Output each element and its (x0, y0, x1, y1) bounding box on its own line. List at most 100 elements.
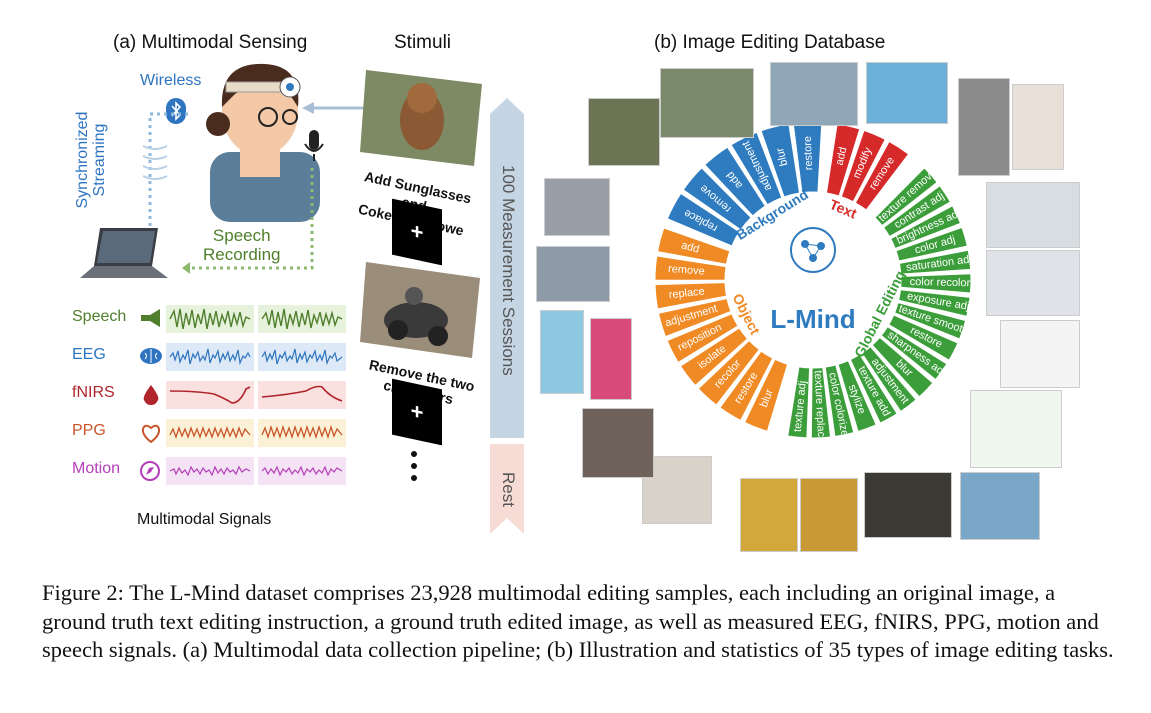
wheel-segment-label: texture replace (812, 370, 828, 443)
microphone-icon (304, 130, 324, 161)
laptop-icon (80, 228, 168, 278)
wheel-segment (824, 364, 855, 438)
wheel-segment (743, 358, 789, 432)
signal-row-speech: Speech (70, 305, 360, 333)
wheel-segment (657, 297, 732, 338)
panel-b-title: (b) Image Editing Database (654, 32, 886, 53)
figure-caption: Figure 2: The L-Mind dataset comprises 2… (42, 580, 1114, 663)
sunflower-photo-1 (740, 478, 798, 552)
fixation-card-2: + (392, 378, 442, 446)
megaphone-icon (141, 309, 160, 327)
ellipsis-dots (411, 451, 417, 481)
bear-cartoon-photo (1012, 84, 1064, 170)
ppg-waveform (166, 419, 346, 447)
pink-dress-photo (590, 318, 632, 400)
wheel-segment (882, 185, 952, 238)
speech-waveform (166, 305, 346, 333)
brain-icon (140, 348, 162, 364)
sync-label-line1: Synchronized (74, 111, 91, 209)
blood-drop-icon (143, 385, 159, 405)
wheel-segment (888, 314, 959, 361)
sessions-label: 100 Measurement Sessions (499, 165, 518, 376)
man-beach-photo (866, 62, 948, 124)
wheel-segment (666, 313, 739, 364)
blue-dress-photo (540, 310, 584, 394)
session-bar (490, 98, 524, 534)
owl-photo (588, 98, 660, 166)
wheel-segment (682, 167, 752, 231)
orca-photo (960, 472, 1040, 540)
signal-row-eeg: EEG (70, 343, 360, 371)
wheel-segment-label: texture adj (792, 380, 809, 432)
wheel-segment (730, 131, 783, 206)
fixation-card-1: + (392, 198, 442, 266)
cartoon-green-photo (970, 390, 1062, 468)
wheel-segment-label: remove (668, 263, 705, 278)
motion-waveform (166, 457, 346, 485)
speech-recording-label: Speech Recording (203, 226, 281, 264)
stimulus-motorcycle-photo (360, 262, 480, 358)
eeg-waveform (166, 343, 346, 371)
wheel-segment (898, 249, 972, 275)
flowers-photo (582, 408, 654, 478)
wheel-segment-label: add (834, 146, 850, 167)
speech-recording-line2: Recording (203, 245, 281, 265)
wheel-segment (900, 273, 972, 294)
signal-label-speech: Speech (72, 308, 127, 325)
bear-photo-gray (958, 78, 1010, 176)
sync-label-line2: Streaming (90, 123, 108, 197)
rest-label: Rest (499, 472, 518, 507)
jacket-shape (210, 152, 320, 222)
center-title: L-Mind (770, 304, 855, 334)
wheel-segment-label: restore (802, 136, 815, 171)
wireless-label: Wireless (140, 72, 202, 89)
wheel-segment (880, 326, 948, 381)
stimulus-owl-photo (360, 70, 482, 166)
wheel-segment (679, 327, 749, 387)
sketch-face-photo (1000, 320, 1080, 388)
signal-label-eeg: EEG (72, 346, 106, 363)
signal-label-ppg: PPG (72, 422, 106, 439)
participant-illustration (206, 63, 320, 222)
wheel-segment (656, 227, 731, 265)
wheel-segment (787, 366, 811, 439)
motorcycle-photo (544, 178, 610, 236)
signal-row-motion: Motion (70, 457, 360, 485)
signal-wave-icon (142, 145, 168, 180)
wheel-segment-label: add (680, 239, 701, 255)
wheel-segment (837, 360, 877, 433)
wheel-segment (895, 226, 968, 262)
panel-a-title: (a) Multimodal Sensing (113, 32, 308, 53)
wheel-segment (874, 167, 938, 227)
heart-icon (141, 424, 161, 444)
signals-title: Multimodal Signals (137, 511, 272, 528)
wheel-segment (654, 282, 728, 310)
signal-row-fnirs: fNIRS (70, 381, 360, 409)
wheel-segment (704, 146, 767, 217)
stimulus-arrow (302, 102, 368, 114)
fnirs-waveform (166, 381, 346, 409)
stimulus-sequence: Add Sunglasses and Coke to the owe + Rem… (357, 58, 485, 481)
wheel-segment (893, 302, 967, 340)
wheel-segment (697, 339, 760, 406)
wheel-segment (719, 350, 774, 422)
two-foxes-photo (986, 250, 1080, 316)
wheel-segment (861, 345, 917, 413)
wheel-group-label: Object (729, 291, 763, 337)
wheel-segment (666, 192, 741, 247)
fox-snow-photo (986, 182, 1080, 248)
wheel-segment (654, 255, 727, 281)
wheel-segment (871, 336, 934, 398)
sunflower-photo-2 (800, 478, 858, 552)
brain-network-icon (790, 227, 836, 273)
wheel-segment-label: color recolor (910, 276, 971, 289)
wheel-segment (898, 289, 971, 317)
owl-sunglasses-photo (660, 68, 754, 138)
sushi-photo (864, 472, 952, 538)
motorcycle-car-photo (536, 246, 610, 302)
wheel-segment (854, 140, 910, 211)
wheel-segment (890, 205, 962, 250)
speech-recording-line1: Speech (212, 226, 271, 245)
wheel-segment-label: replace (668, 286, 705, 302)
